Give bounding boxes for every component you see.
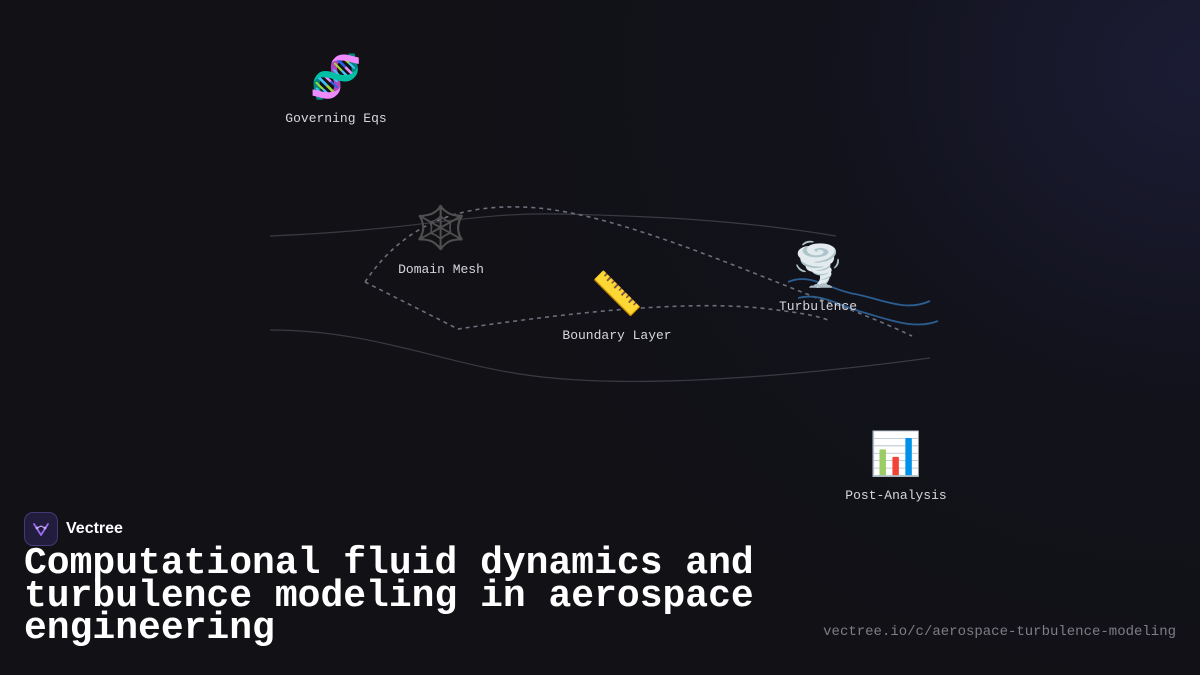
dna-icon: 🧬 [309,56,363,104]
lower-flow-line [269,329,931,383]
brand-name: Vectree [66,520,123,537]
node-label: Turbulence [778,299,858,314]
node-turbulence: 🌪️ Turbulence [779,243,857,314]
node-governing-eqs: 🧬 Governing Eqs [285,55,386,126]
page-url[interactable]: vectree.io/c/aerospace-turbulence-modeli… [823,624,1176,640]
node-label: Governing Eqs [285,111,387,126]
dashed-process-path [364,206,913,337]
node-label: Post-Analysis [845,488,947,503]
node-label: Boundary Layer [562,328,672,343]
node-label: Domain Mesh [398,262,484,277]
node-domain-mesh: 🕸️ Domain Mesh [398,206,484,277]
tornado-icon: 🌪️ [791,244,845,292]
vectree-logo-icon [24,512,58,546]
swirl-line-1 [787,278,931,307]
swirl-line-2 [797,295,939,326]
node-post-analysis: 📊 Post-Analysis [845,432,946,503]
node-boundary-layer: 📏 Boundary Layer [562,272,671,343]
page-title: Computational fluid dynamics and turbule… [24,542,754,650]
bar-chart-icon: 📊 [869,433,923,481]
brand: Vectree [24,512,123,546]
dashed-return-path [364,281,829,330]
ruler-icon: 📏 [590,273,644,321]
upper-flow-line [269,213,837,237]
spider-web-icon: 🕸️ [414,207,468,255]
